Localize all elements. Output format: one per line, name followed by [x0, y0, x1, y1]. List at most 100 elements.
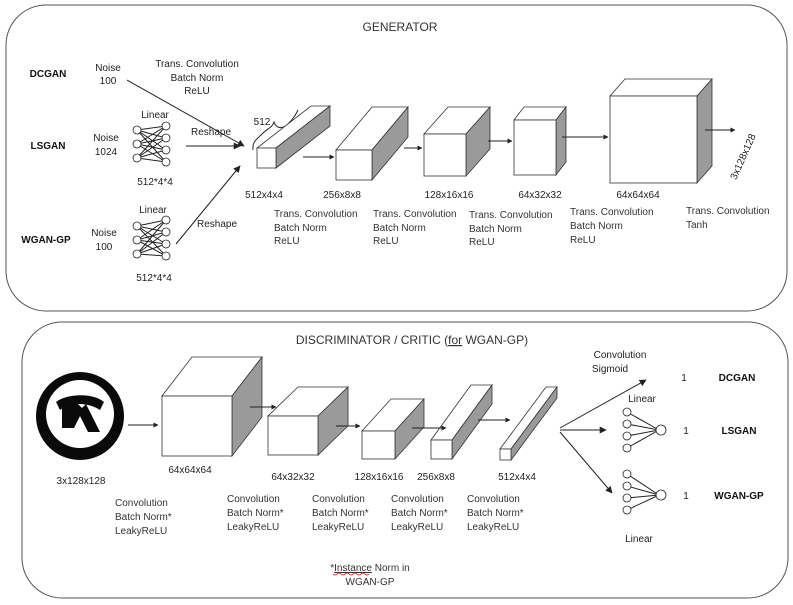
gen-block-label-3: 128x16x16: [425, 190, 474, 201]
noise-value-lsgan: 1024: [95, 147, 118, 158]
disc-block-label-3: 128x16x16: [355, 472, 404, 483]
svg-text:Trans. Convolution: Trans. Convolution: [373, 209, 457, 220]
svg-text:Batch Norm: Batch Norm: [570, 221, 623, 232]
linear-head-wgan-gp: [622, 469, 667, 515]
svg-text:ReLU: ReLU: [570, 235, 596, 246]
linear-head-lsgan: [622, 407, 667, 453]
svg-text:Trans. Convolution: Trans. Convolution: [686, 206, 770, 217]
svg-text:ReLU: ReLU: [469, 237, 495, 248]
svg-text:Convolution: Convolution: [467, 494, 520, 505]
arrow-dcgan-to-block: [126, 79, 245, 147]
svg-text:Convolution: Convolution: [391, 494, 444, 505]
svg-text:Batch Norm*: Batch Norm*: [312, 508, 369, 519]
gen-ops-5: Trans. Convolution Tanh: [686, 206, 770, 231]
head-wgan-gp-op: Linear: [625, 534, 653, 545]
svg-text:Convolution: Convolution: [115, 498, 168, 509]
head-dcgan-value: 1: [681, 373, 687, 384]
reshape-label-lsgan: Reshape: [191, 127, 231, 138]
head-lsgan-op: Linear: [628, 394, 656, 405]
disc-block-128x16x16: [361, 397, 425, 461]
disc-block-label-1: 64x64x64: [168, 465, 212, 476]
linear-label-lsgan: Linear: [141, 110, 169, 121]
linear-net-lsgan: [132, 121, 171, 167]
noise-value-dcgan: 100: [100, 76, 117, 87]
linear-net-wgan-gp: [132, 215, 171, 261]
gen-ops-1: Trans. Convolution Batch Norm ReLU: [274, 209, 358, 247]
svg-text:Batch Norm*: Batch Norm*: [115, 512, 172, 523]
svg-text:Batch Norm: Batch Norm: [373, 223, 426, 234]
gen-block-label-2: 256x8x8: [323, 190, 361, 201]
svg-text:LeakyReLU: LeakyReLU: [227, 522, 279, 533]
svg-text:LeakyReLU: LeakyReLU: [115, 526, 167, 537]
svg-text:Tanh: Tanh: [686, 220, 708, 231]
gen-block-label-5: 64x64x64: [616, 190, 660, 201]
footnote-line-1: *Instance Norm in: [330, 563, 410, 574]
disc-block-label-5: 512x4x4: [498, 472, 536, 483]
disc-block-label-4: 256x8x8: [417, 472, 455, 483]
dcgan-op-2: Batch Norm: [171, 73, 224, 84]
svg-text:Batch Norm*: Batch Norm*: [227, 508, 284, 519]
gen-block-64x64x64: [609, 77, 713, 185]
gen-block-64x32x32: [513, 105, 567, 177]
gen-block-256x8x8: [335, 105, 409, 182]
head-arrow-wgan-gp: [559, 431, 613, 494]
disc-ops-2: Convolution Batch Norm* LeakyReLU: [227, 494, 284, 533]
linear-output-lsgan: 512*4*4: [137, 177, 173, 188]
svg-text:Batch Norm*: Batch Norm*: [467, 508, 524, 519]
head-dcgan-name: DCGAN: [719, 373, 756, 384]
linear-output-wgan-gp: 512*4*4: [136, 273, 172, 284]
dcgan-op-3: ReLU: [184, 86, 210, 97]
disc-ops-3: Convolution Batch Norm* LeakyReLU: [312, 494, 369, 533]
disc-ops-5: Convolution Batch Norm* LeakyReLU: [467, 494, 524, 533]
svg-text:Trans. Convolution: Trans. Convolution: [570, 207, 654, 218]
svg-text:LeakyReLU: LeakyReLU: [312, 522, 364, 533]
head-lsgan-name: LSGAN: [722, 426, 757, 437]
svg-text:Trans. Convolution: Trans. Convolution: [274, 209, 358, 220]
discriminator-title: DISCRIMINATOR / CRITIC (for WGAN-GP): [296, 333, 528, 347]
svg-text:LeakyReLU: LeakyReLU: [391, 522, 443, 533]
disc-block-64x64x64: [161, 355, 263, 458]
noise-value-wgan-gp: 100: [96, 242, 113, 253]
noise-label-wgan-gp: Noise: [91, 228, 117, 239]
head-dcgan-op-1: Convolution: [594, 350, 647, 361]
disc-input-label: 3x128x128: [57, 476, 106, 487]
svg-text:Batch Norm: Batch Norm: [274, 223, 327, 234]
svg-text:Convolution: Convolution: [227, 494, 280, 505]
generator-panel: [5, 4, 788, 312]
disc-ops-4: Convolution Batch Norm* LeakyReLU: [391, 494, 448, 533]
generator-row-lsgan: LSGAN: [31, 141, 66, 152]
aphex-twin-logo: [36, 372, 124, 460]
svg-text:ReLU: ReLU: [274, 236, 300, 247]
disc-block-label-2: 64x32x32: [271, 472, 315, 483]
generator-title: GENERATOR: [363, 20, 438, 34]
discriminator-panel: [21, 321, 789, 599]
reshape-label-wgan-gp: Reshape: [197, 219, 237, 230]
footnote-spellcheck-underline: [332, 572, 370, 576]
svg-text:ReLU: ReLU: [373, 236, 399, 247]
arrow-wgan-gp-to-block: [175, 165, 241, 245]
brace-512: [252, 109, 299, 151]
svg-text:Batch Norm: Batch Norm: [469, 224, 522, 235]
svg-text:Trans. Convolution: Trans. Convolution: [469, 210, 553, 221]
gen-block-128x16x16: [423, 105, 491, 178]
svg-text:Batch Norm*: Batch Norm*: [391, 508, 448, 519]
dcgan-op-1: Trans. Convolution: [155, 59, 239, 70]
gen-block-label-1: 512x4x4: [245, 190, 283, 201]
noise-label-dcgan: Noise: [95, 63, 121, 74]
head-dcgan-op-2: Sigmoid: [592, 364, 628, 375]
linear-label-wgan-gp: Linear: [139, 205, 167, 216]
brace-512-label: 512: [254, 117, 271, 128]
head-lsgan-value: 1: [683, 426, 689, 437]
gen-ops-4: Trans. Convolution Batch Norm ReLU: [570, 207, 654, 246]
svg-text:Convolution: Convolution: [312, 494, 365, 505]
gen-ops-2: Trans. Convolution Batch Norm ReLU: [373, 209, 457, 247]
gen-ops-3: Trans. Convolution Batch Norm ReLU: [469, 210, 553, 248]
disc-block-512x4x4: [499, 385, 558, 462]
gen-block-512x4x4: [255, 105, 332, 169]
head-wgan-gp-name: WGAN-GP: [714, 491, 764, 502]
disc-ops-1: Convolution Batch Norm* LeakyReLU: [115, 498, 172, 537]
svg-text:LeakyReLU: LeakyReLU: [467, 522, 519, 533]
generator-row-dcgan: DCGAN: [30, 69, 67, 80]
gen-block-label-4: 64x32x32: [518, 190, 562, 201]
